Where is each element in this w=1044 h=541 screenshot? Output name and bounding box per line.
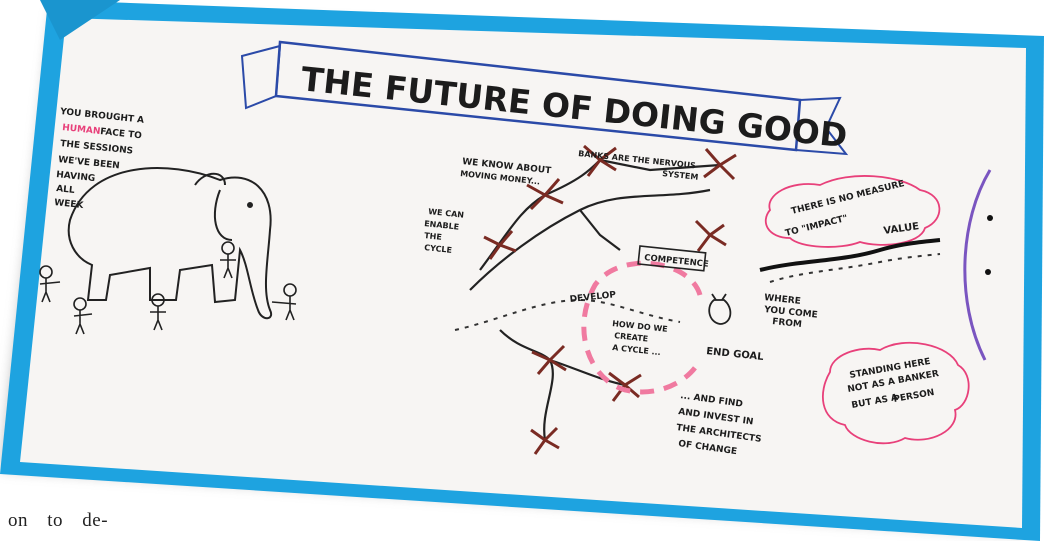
value-label: VALUE: [883, 221, 920, 237]
network-stars: [483, 144, 737, 455]
network-tree: [469, 158, 721, 441]
svg-text:ENABLE: ENABLE: [424, 219, 460, 232]
svg-text:SYSTEM: SYSTEM: [662, 169, 699, 182]
svg-text:DEVELOP: DEVELOP: [569, 290, 617, 305]
svg-text:WHERE: WHERE: [764, 293, 802, 307]
svg-text:WE CAN: WE CAN: [428, 207, 465, 220]
stick-figures: [39, 241, 297, 335]
pink-cycle: [581, 260, 703, 395]
svg-text:FROM: FROM: [772, 317, 803, 330]
where-from: WHERE YOU COME FROM: [763, 293, 818, 330]
whiteboard: [20, 18, 1026, 528]
purple-arc: [963, 169, 993, 361]
money-bag-icon: [708, 293, 732, 325]
elephant-drawing: [67, 167, 273, 320]
svg-text:CYCLE: CYCLE: [424, 243, 453, 255]
svg-text:THE: THE: [424, 231, 442, 242]
svg-text:WEEK: WEEK: [54, 198, 85, 211]
value-line-dashed: [769, 253, 941, 283]
frame-corner: [40, 0, 120, 40]
svg-text:CREATE: CREATE: [614, 331, 649, 344]
svg-text:HUMAN: HUMAN: [62, 123, 101, 137]
body-text-fragment: on to de-: [8, 510, 109, 531]
svg-text:ALL: ALL: [56, 184, 76, 196]
value-line: [759, 238, 941, 272]
svg-text:FACE TO: FACE TO: [100, 127, 143, 141]
svg-text:HAVING: HAVING: [56, 170, 96, 184]
